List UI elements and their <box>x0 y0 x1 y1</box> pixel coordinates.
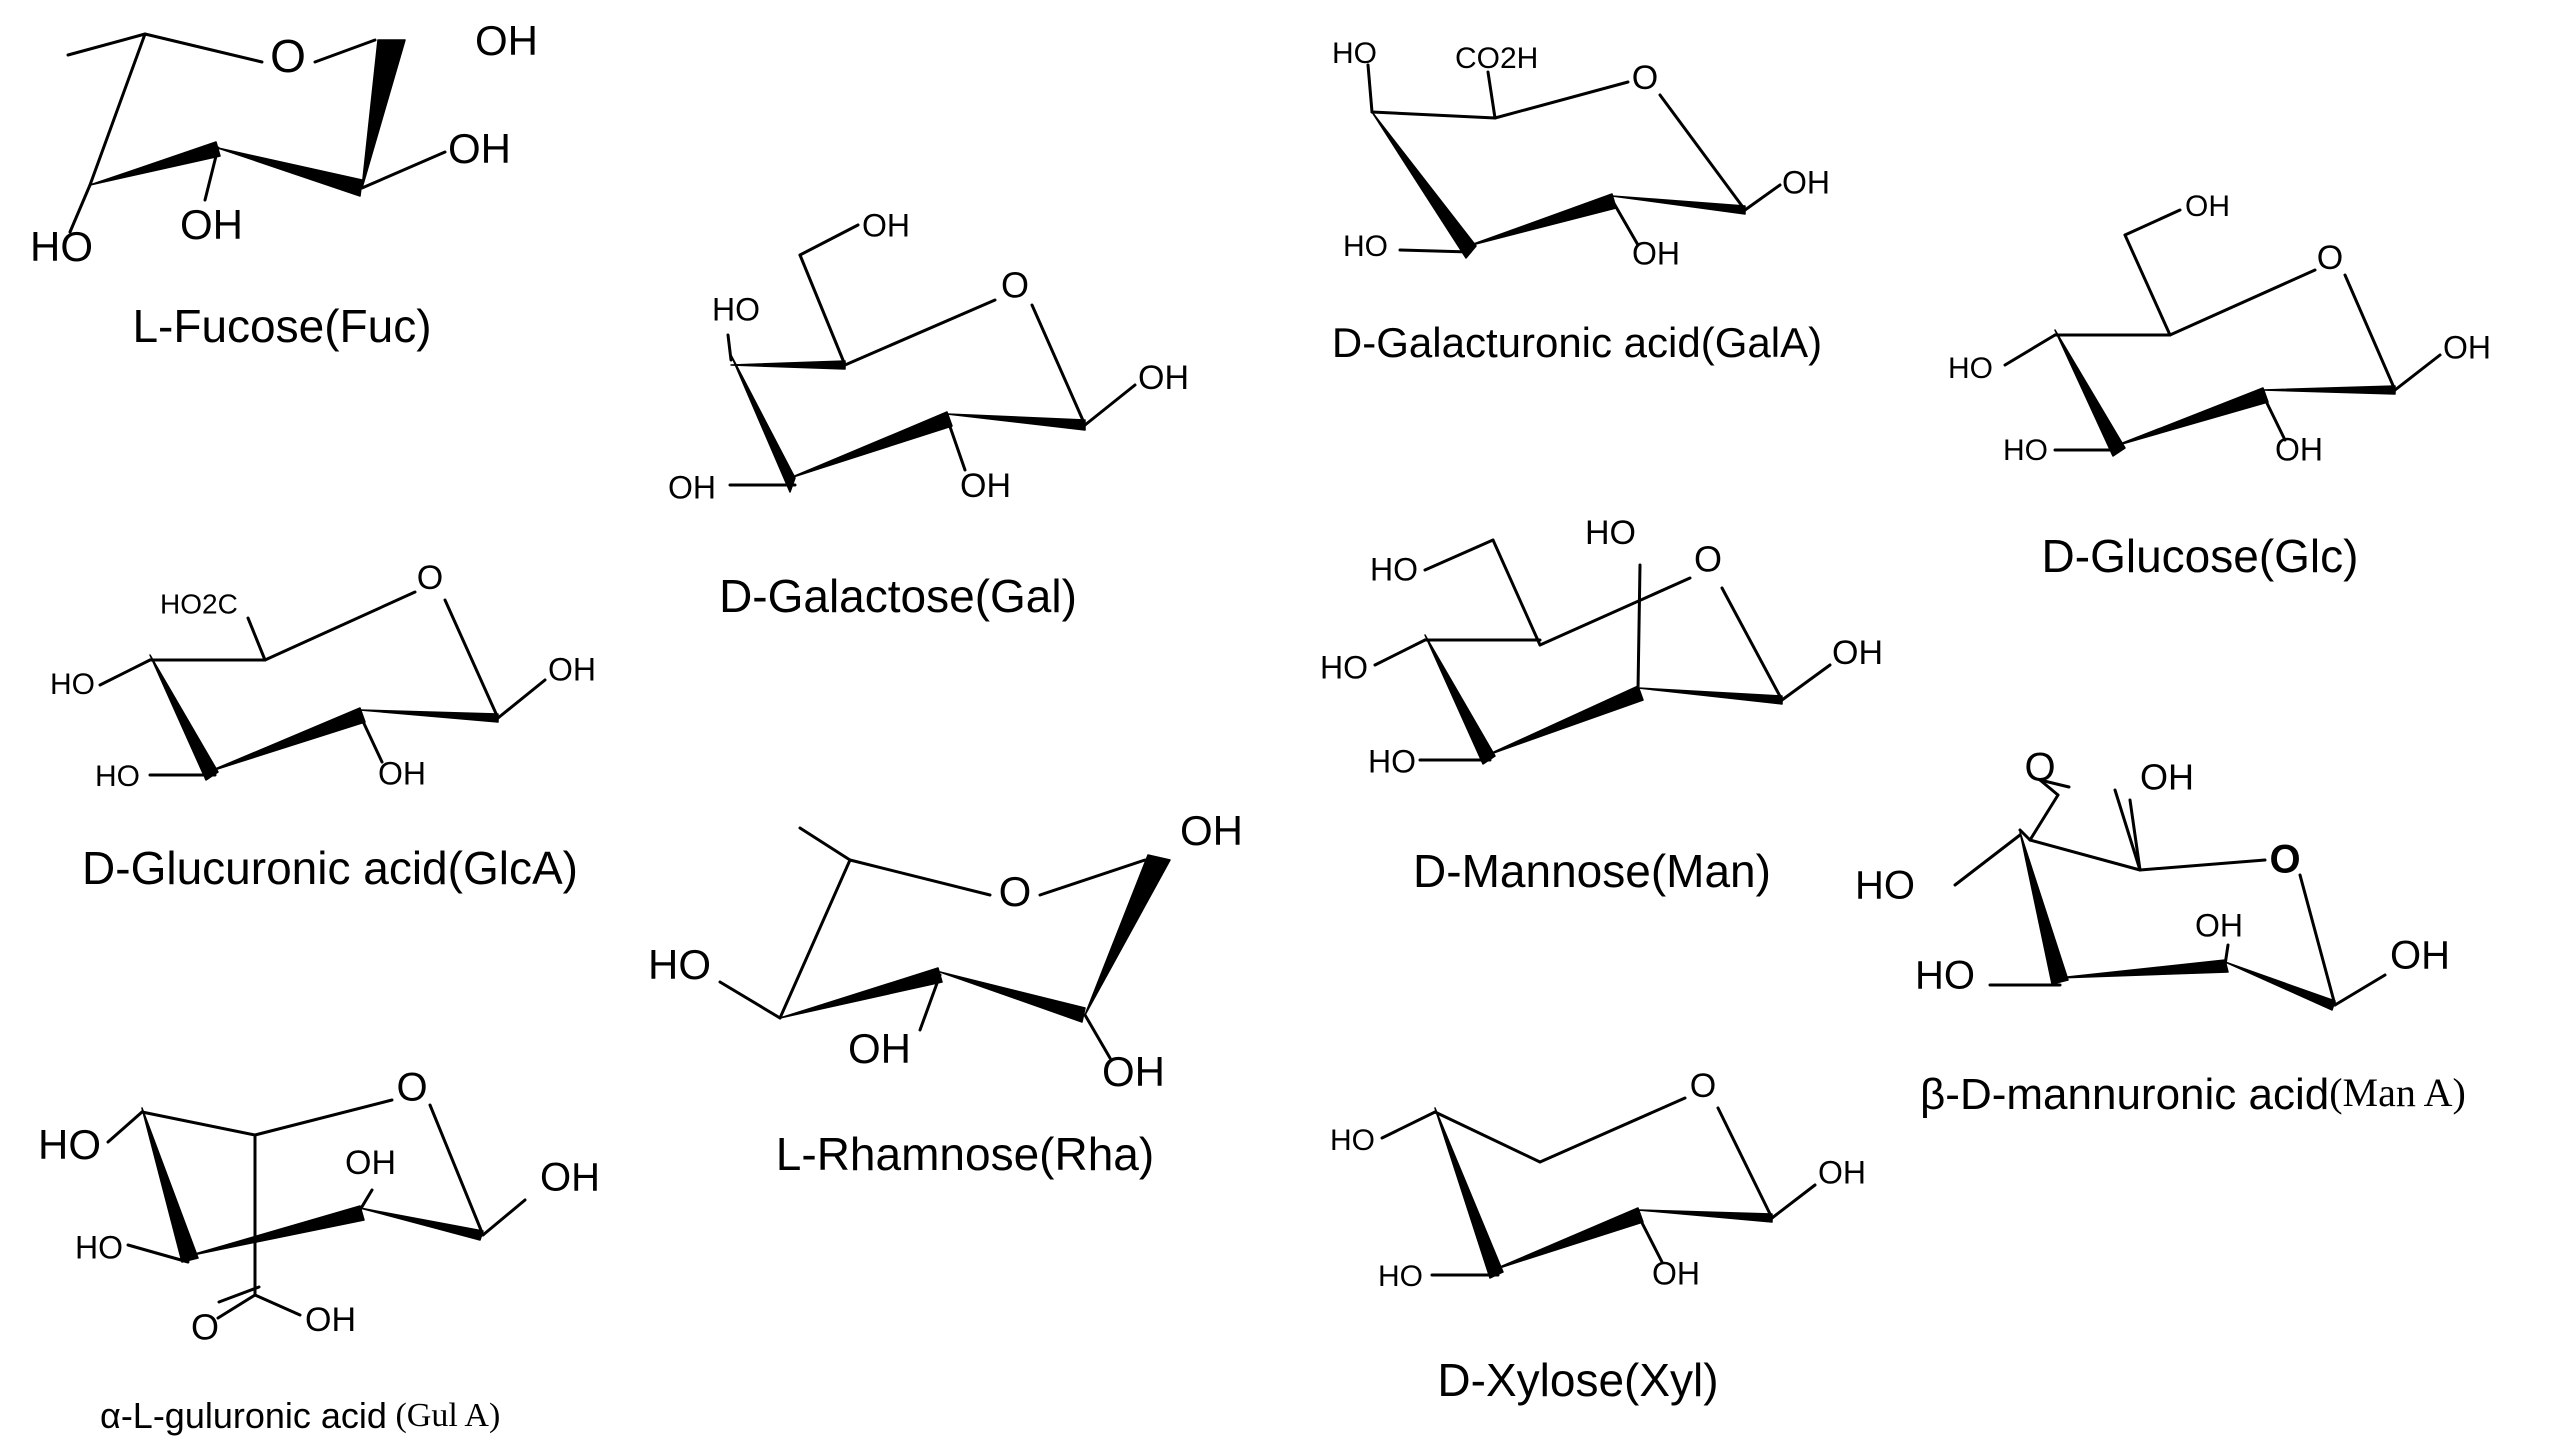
hydroxyl-label: HO <box>1370 551 1418 587</box>
ring-oxygen-label: O <box>1001 265 1029 306</box>
molecule-name: D-Glucuronic acid(GlcA) <box>82 842 578 894</box>
hydroxyl-label: HO <box>75 1229 123 1265</box>
hydroxyl-label: HO <box>712 291 760 327</box>
hydroxyl-label: OH <box>475 17 538 64</box>
hydroxyl-label: HO <box>1343 230 1388 263</box>
hydroxyl-label: HO <box>1948 352 1993 385</box>
hydroxyl-label: OH <box>848 1025 911 1072</box>
hydroxyl-label: HO <box>38 1121 101 1168</box>
molecule-name-main: α-L-guluronic acid <box>100 1395 387 1436</box>
hydroxyl-label: HO <box>648 941 711 988</box>
ring-oxygen-label: O <box>1690 1067 1716 1105</box>
ring-oxygen-label: O <box>396 1066 427 1110</box>
hydroxyl-label: OH <box>345 1144 396 1182</box>
hydroxyl-label: HO <box>1332 37 1377 70</box>
hydroxyl-label: HO <box>2003 434 2048 467</box>
guluronic-acid-structure: HO O OH OH HO O OH α-L-guluronic acid (G… <box>38 1066 600 1436</box>
ring-oxygen-label: O <box>417 559 443 597</box>
hydroxyl-label: OH <box>668 469 716 505</box>
rhamnose-structure: O OH OH OH HO L-Rhamnose(Rha) <box>648 807 1243 1180</box>
hydroxyl-label: OH <box>1632 235 1680 271</box>
hydroxyl-label: OH <box>2185 190 2230 223</box>
hydroxyl-label: HO <box>1368 743 1416 779</box>
molecule-name: D-Galactose(Gal) <box>719 570 1077 622</box>
molecule-name-abbr: (Gul A) <box>387 1397 500 1434</box>
hydroxyl-label: HO <box>1330 1124 1375 1157</box>
hydroxyl-label: OH <box>378 755 426 791</box>
hydroxyl-label: OH <box>1818 1154 1866 1190</box>
glucose-structure: OH O OH OH HO HO D-Glucose(Glc) <box>1948 190 2491 582</box>
hydroxyl-label: HO <box>1378 1260 1423 1293</box>
hydroxyl-label: OH <box>2390 934 2450 978</box>
galactose-structure: HO OH O OH OH OH D-Galactose(Gal) <box>668 207 1189 622</box>
hydroxyl-label: OH <box>1138 359 1189 397</box>
molecule-name: L-Fucose(Fuc) <box>132 300 431 352</box>
hydroxyl-label: HO <box>95 760 140 793</box>
ring-oxygen-label: O <box>1694 539 1722 580</box>
hydroxyl-label: OH <box>960 467 1011 505</box>
ring-oxygen-label: O <box>2269 838 2300 882</box>
hydroxyl-label: OH <box>1180 807 1243 854</box>
carbonyl-oxygen-label: O <box>2024 746 2055 790</box>
carboxyl-label: CO2H <box>1455 42 1538 75</box>
xylose-structure: O OH OH HO HO D-Xylose(Xyl) <box>1330 1067 1866 1406</box>
hydroxyl-label: OH <box>1782 164 1830 200</box>
hydroxyl-label: OH <box>1102 1048 1165 1095</box>
molecule-name: β-D-mannuronic acid(Man A) <box>1920 1070 2466 1119</box>
molecule-name-main: β-D-mannuronic acid <box>1920 1070 2329 1119</box>
hydroxyl-label: OH <box>2195 907 2243 943</box>
molecule-name: D-Glucose(Glc) <box>2042 530 2359 582</box>
hydroxyl-label: HO <box>50 668 95 701</box>
carbonyl-oxygen-label: O <box>191 1307 219 1348</box>
hydroxyl-label: OH <box>862 207 910 243</box>
hydroxyl-label: OH <box>448 125 511 172</box>
glucuronic-acid-structure: HO2C O OH OH HO HO D-Glucuronic acid(Glc… <box>50 559 596 894</box>
hydroxyl-label: HO <box>30 223 93 270</box>
acid-hydroxyl-label: OH <box>2140 757 2194 798</box>
ring-oxygen-label: O <box>999 868 1032 915</box>
hydroxyl-label: HO <box>1320 649 1368 685</box>
carboxyl-label: HO2C <box>160 588 238 619</box>
molecule-name: L-Rhamnose(Rha) <box>776 1128 1154 1180</box>
ring-oxygen-label: O <box>270 30 306 82</box>
molecule-name: α-L-guluronic acid (Gul A) <box>100 1395 500 1436</box>
molecule-name-abbr: (Man A) <box>2329 1070 2466 1115</box>
molecule-name: D-Galacturonic acid(GalA) <box>1332 319 1822 366</box>
hydroxyl-label: OH <box>2443 329 2491 365</box>
hydroxyl-label: HO <box>1855 864 1915 908</box>
hydroxyl-label: OH <box>1652 1255 1700 1291</box>
hydroxyl-label: OH <box>180 201 243 248</box>
molecule-name: D-Xylose(Xyl) <box>1437 1354 1718 1406</box>
mannuronic-acid-structure: O OH O HO OH OH HO β-D-mannuronic acid(M… <box>1855 746 2466 1119</box>
fucose-structure: O OH OH OH HO L-Fucose(Fuc) <box>30 17 538 352</box>
hydroxyl-label: OH <box>540 1156 600 1200</box>
hydroxyl-label: OH <box>548 651 596 687</box>
ring-oxygen-label: O <box>2317 239 2343 277</box>
hydroxyl-label: OH <box>2275 431 2323 467</box>
hydroxyl-label: HO <box>1585 514 1636 552</box>
hydroxyl-label: HO <box>1915 954 1975 998</box>
ring-oxygen-label: O <box>1632 59 1658 97</box>
hydroxyl-label: OH <box>1832 634 1883 672</box>
acid-hydroxyl-label: OH <box>305 1301 356 1339</box>
mannose-structure: HO HO O OH HO HO D-Mannose(Man) <box>1320 514 1883 897</box>
galacturonic-acid-structure: HO CO2H O OH OH HO D-Galacturonic acid(G… <box>1332 37 1830 366</box>
molecule-name: D-Mannose(Man) <box>1413 845 1771 897</box>
